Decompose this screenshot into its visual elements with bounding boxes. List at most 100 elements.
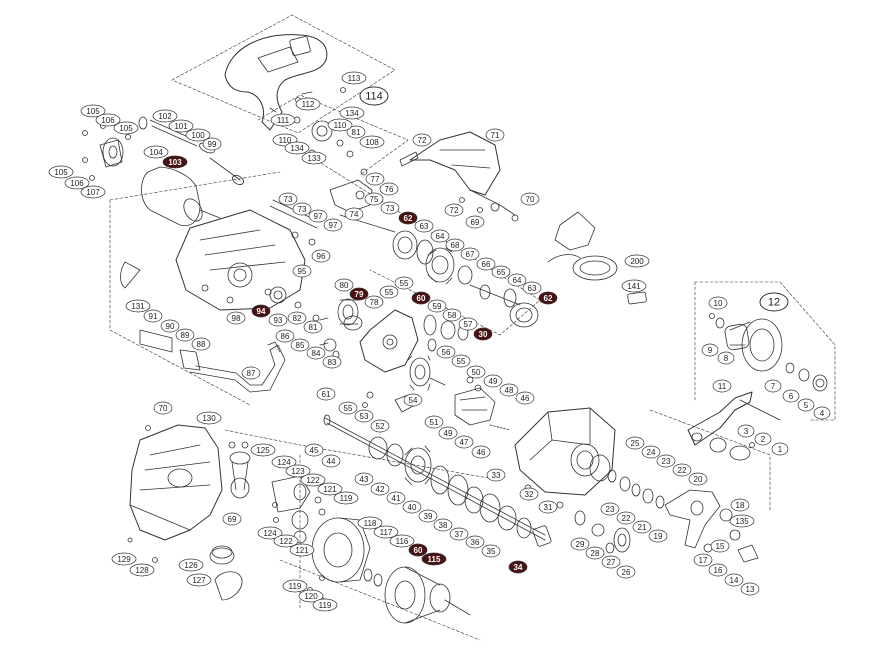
callout-134a: 134 <box>339 106 365 120</box>
callout-18: 18 <box>730 498 750 512</box>
callout-bubble <box>338 401 358 415</box>
callout-55a: 55 <box>394 276 414 290</box>
callout-37: 37 <box>449 527 469 541</box>
callout-78: 78 <box>364 295 384 309</box>
callout-number: 7 <box>771 382 776 391</box>
callout-bubble <box>282 579 308 593</box>
callout-113: 113 <box>341 71 367 85</box>
callout-bubble <box>292 264 312 278</box>
callout-number: 81 <box>352 128 361 137</box>
callout-bubble <box>354 472 374 486</box>
callout-number: 49 <box>489 377 498 386</box>
callout-bubble <box>797 398 815 412</box>
callout-number: 69 <box>471 218 480 227</box>
callout-number: 40 <box>408 503 417 512</box>
callout-80: 80 <box>334 278 354 292</box>
callout-bubble <box>241 366 261 380</box>
callout-bubble <box>621 279 647 293</box>
callout-bubble <box>365 172 385 186</box>
callout-number: 26 <box>622 568 631 577</box>
callout-93: 93 <box>268 313 288 327</box>
callout-32: 32 <box>519 487 539 501</box>
callout-number: 133 <box>307 154 321 163</box>
callout-number: 24 <box>647 448 656 457</box>
callout-3: 3 <box>737 424 755 438</box>
callout-105a: 105 <box>80 104 106 118</box>
callout-bubble <box>520 192 540 206</box>
callout-108: 108 <box>359 135 385 149</box>
callout-bubble <box>485 128 505 142</box>
callout-38: 38 <box>433 518 453 532</box>
callout-bubble <box>445 238 465 252</box>
callout-bubble <box>300 473 326 487</box>
callout-bubble <box>80 185 106 199</box>
callout-bubble <box>111 552 137 566</box>
callout-bubble <box>333 491 359 505</box>
callout-bubble <box>295 97 321 111</box>
callout-10: 10 <box>708 296 728 310</box>
callout-number: 111 <box>277 116 290 125</box>
callout-bubble <box>191 337 211 351</box>
callout-bubble <box>113 121 139 135</box>
callout-number: 101 <box>174 122 188 131</box>
callout-number: 36 <box>471 538 480 547</box>
callout-bubble <box>311 249 331 263</box>
callout-85: 85 <box>290 338 310 352</box>
callout-number: 19 <box>654 532 663 541</box>
callout-bubble <box>414 219 434 233</box>
callout-bubble <box>327 118 353 132</box>
callout-73b: 73 <box>278 192 298 206</box>
callout-number: 73 <box>298 205 307 214</box>
callout-2: 2 <box>754 432 772 446</box>
callout-124a: 124 <box>271 455 297 469</box>
callout-number: 27 <box>607 558 616 567</box>
callout-75: 75 <box>364 192 384 206</box>
callout-number: 200 <box>630 257 644 266</box>
callout-number: 124 <box>263 529 277 538</box>
callout-bubble <box>737 424 755 438</box>
callout-91: 91 <box>143 309 163 323</box>
callout-number: 28 <box>591 549 600 558</box>
callout-131: 131 <box>125 299 151 313</box>
callout-bubble <box>257 526 283 540</box>
callout-number: 121 <box>323 485 337 494</box>
callout-number: 65 <box>497 268 506 277</box>
callout-49a: 49 <box>483 374 503 388</box>
parts-artwork <box>82 14 836 641</box>
callout-number: 15 <box>716 542 725 551</box>
callout-72a: 72 <box>412 133 432 147</box>
callout-bubble <box>444 203 464 217</box>
callout-bubble <box>656 454 676 468</box>
callout-bubble <box>379 182 399 196</box>
callout-74: 74 <box>344 207 364 221</box>
callout-29: 29 <box>570 537 590 551</box>
callout-bubble <box>175 328 195 342</box>
callout-7: 7 <box>764 379 782 393</box>
callout-number: 127 <box>192 576 206 585</box>
callout-number: 6 <box>789 392 794 401</box>
callout-22a: 22 <box>672 463 692 477</box>
callout-bubble <box>357 516 383 530</box>
callout-bubble <box>712 379 732 393</box>
callout-64a: 64 <box>430 229 450 243</box>
callout-number: 123 <box>291 467 305 476</box>
callout-1: 1 <box>771 442 789 456</box>
callout-30: 30 <box>473 327 493 341</box>
callout-bubble <box>411 291 431 305</box>
callout-number: 73 <box>386 204 395 213</box>
callout-105b: 105 <box>113 121 139 135</box>
callout-42: 42 <box>370 482 390 496</box>
callout-123: 123 <box>285 464 311 478</box>
callout-77: 77 <box>365 172 385 186</box>
callout-14: 14 <box>724 573 744 587</box>
callout-100: 100 <box>185 128 211 142</box>
callout-number: 35 <box>487 547 496 556</box>
callout-number: 31 <box>544 503 553 512</box>
callout-number: 58 <box>448 311 457 320</box>
callout-number: 42 <box>376 485 385 494</box>
callout-64b: 64 <box>507 273 527 287</box>
callout-number: 11 <box>718 382 727 391</box>
callout-number: 88 <box>197 340 206 349</box>
callout-86: 86 <box>275 329 295 343</box>
callout-bubble <box>402 500 422 514</box>
